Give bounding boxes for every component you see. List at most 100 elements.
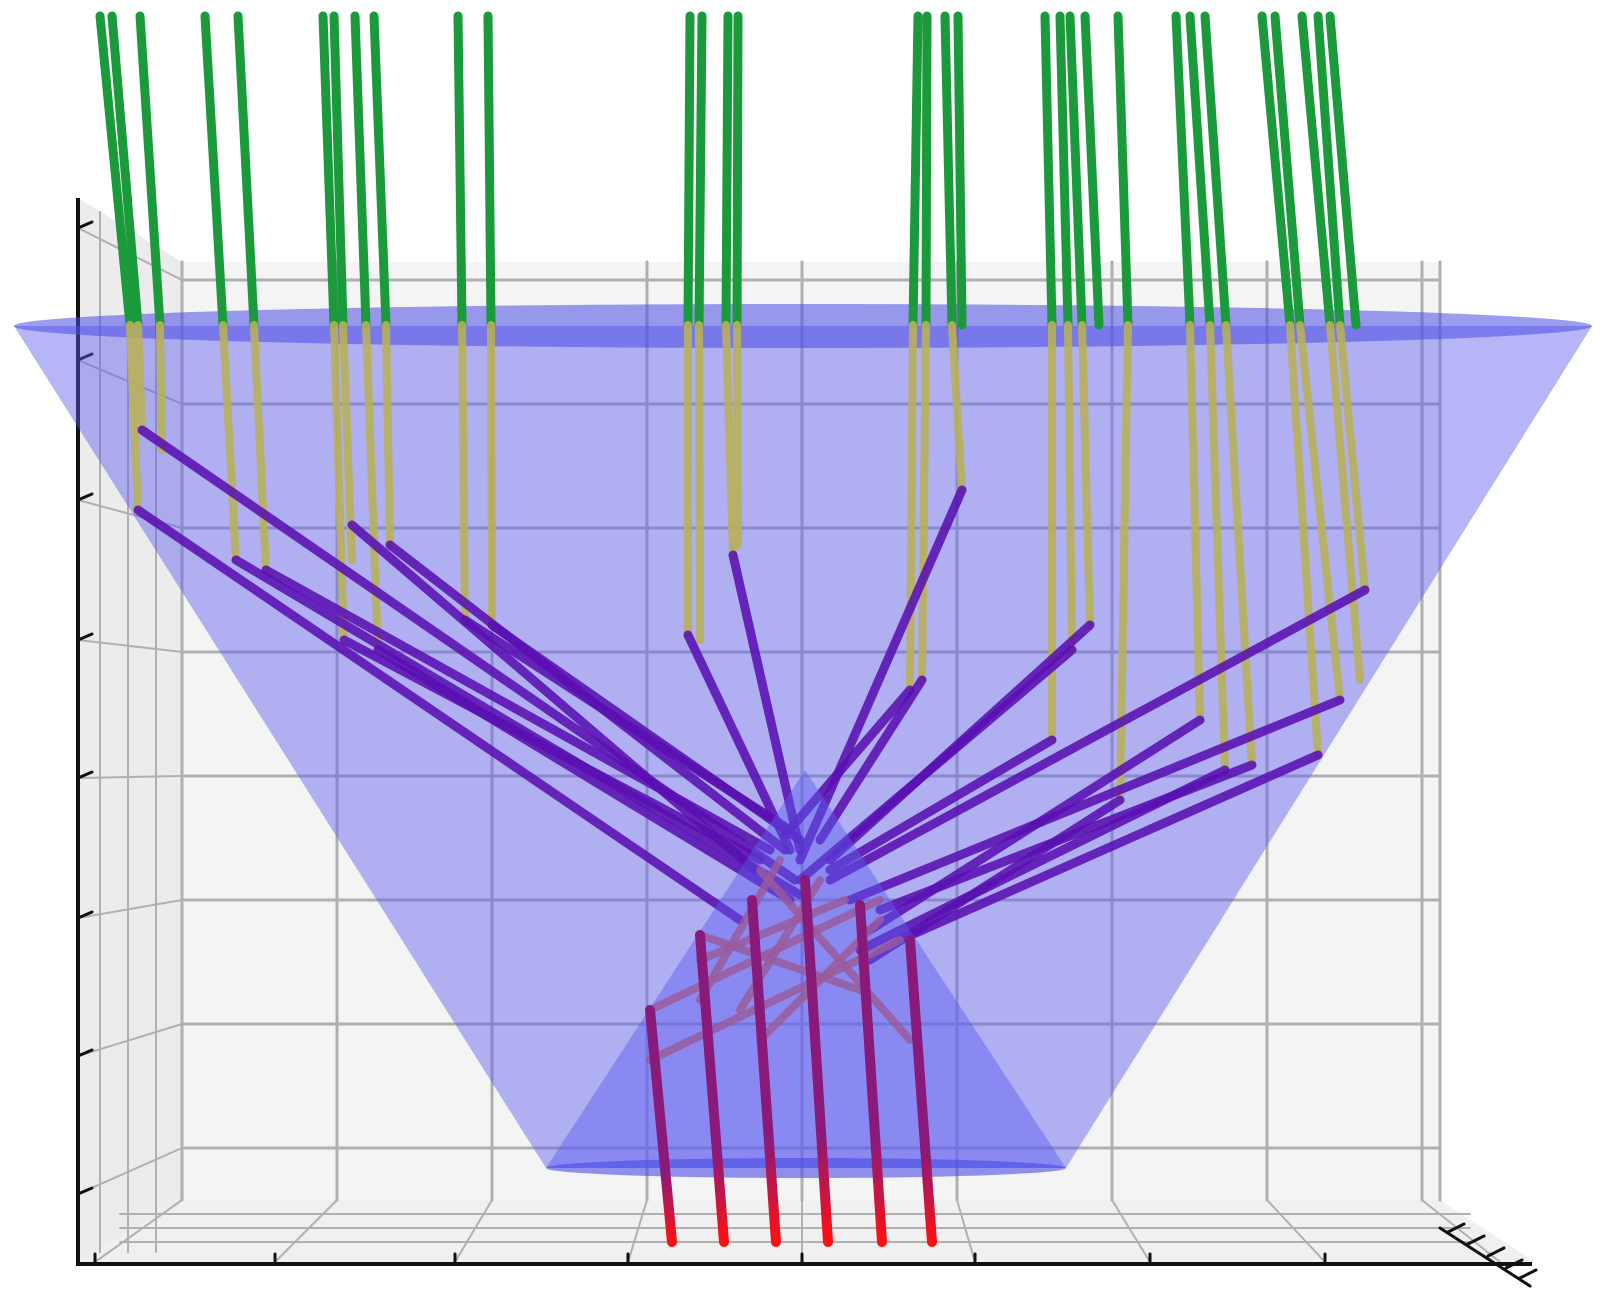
y-axis-tick <box>1466 1234 1486 1246</box>
in-lens-ray <box>126 321 142 514</box>
incident-ray <box>921 11 932 330</box>
incident-ray <box>1171 11 1195 330</box>
z-axis-tick <box>76 1048 94 1058</box>
focused-ray <box>347 520 760 875</box>
focused-ray <box>875 760 1257 915</box>
side-pane-grid-line <box>77 775 183 779</box>
incident-ray <box>200 11 228 330</box>
in-lens-ray <box>695 321 704 644</box>
in-lens-ray <box>948 321 966 494</box>
in-lens-ray <box>1186 321 1204 724</box>
incident-ray <box>908 11 923 330</box>
in-lens-ray <box>1326 321 1364 684</box>
output-ray <box>855 900 887 1247</box>
incident-ray <box>1270 11 1305 330</box>
incident-ray <box>683 11 695 330</box>
in-lens-ray <box>219 321 240 564</box>
z-axis-tick <box>76 492 94 502</box>
in-lens-ray <box>1078 321 1094 629</box>
incident-ray <box>1257 11 1295 330</box>
z-axis-tick <box>76 770 94 780</box>
incident-ray <box>1200 11 1231 330</box>
focused-ray <box>487 620 805 845</box>
focused-ray <box>261 565 775 855</box>
in-lens-ray <box>156 321 166 454</box>
in-lens-ray <box>1336 321 1369 594</box>
in-lens-ray <box>722 321 737 559</box>
incident-ray <box>233 11 259 330</box>
z-axis-tick <box>76 1186 94 1196</box>
incident-ray <box>95 11 135 330</box>
incident-ray <box>694 11 707 330</box>
incident-ray <box>369 11 391 330</box>
focused-ray <box>825 620 1095 865</box>
incident-ray <box>1040 11 1057 330</box>
floor-grid-line <box>1266 1199 1326 1263</box>
incident-ray <box>107 11 143 330</box>
incident-ray <box>953 11 967 330</box>
incident-ray <box>318 11 339 330</box>
focused-ray <box>795 485 967 865</box>
lens-top-face <box>14 304 1592 348</box>
side-pane-grid-line <box>77 899 183 919</box>
side-pane-grid-line <box>77 639 183 653</box>
in-lens-ray <box>134 321 146 434</box>
focused-ray <box>133 505 745 925</box>
output-rays <box>645 875 937 1247</box>
floor-grid-line <box>94 1199 183 1263</box>
focused-rays <box>133 425 1370 965</box>
floor-grid-line <box>1421 1199 1501 1263</box>
output-ray <box>695 930 729 1247</box>
floor-pane <box>78 1200 1535 1262</box>
focused-ray <box>728 550 805 855</box>
y-axis-tick <box>1518 1268 1538 1280</box>
floor-grid-line <box>627 1199 648 1263</box>
in-lens-ray <box>733 321 742 549</box>
focused-ray <box>825 585 1370 885</box>
output-ray <box>905 935 937 1247</box>
incident-ray <box>732 11 743 330</box>
lens-bottom-face <box>546 1158 1066 1178</box>
incident-ray <box>1080 11 1104 330</box>
incident-ray <box>1325 11 1361 330</box>
in-lens-ray <box>458 321 469 624</box>
focused-ray <box>683 630 795 855</box>
focused-ray <box>696 896 849 964</box>
focused-ray <box>756 866 914 1044</box>
output-ray <box>800 875 833 1247</box>
in-lens-ray <box>1064 321 1076 654</box>
output-ray <box>645 1005 677 1247</box>
incident-ray <box>1313 11 1345 330</box>
in-lens-ray <box>918 321 930 684</box>
incident-rays <box>95 11 1361 330</box>
incident-ray <box>483 11 496 330</box>
incident-ray <box>1065 11 1087 330</box>
floor-grid-line <box>1111 1199 1151 1263</box>
in-lens-ray <box>1286 321 1322 759</box>
focused-ray <box>845 695 1345 905</box>
incident-ray <box>721 11 733 330</box>
focused-ray <box>696 931 864 994</box>
focused-ray <box>825 735 1057 875</box>
side-pane-grid-line <box>77 1023 183 1057</box>
in-lens-rays <box>126 321 1369 804</box>
incident-ray <box>1113 11 1133 330</box>
incident-ray <box>135 11 165 330</box>
in-lens-ray <box>330 321 348 644</box>
focused-ray <box>895 750 1323 945</box>
z-axis-tick <box>76 220 94 230</box>
floor-grid-line <box>454 1199 493 1263</box>
focused-ray <box>780 685 915 840</box>
incident-ray <box>329 11 348 330</box>
incident-ray <box>350 11 371 330</box>
floor-grid-line <box>956 1199 976 1263</box>
in-lens-ray <box>250 321 270 574</box>
y-axis-line <box>1438 1226 1532 1288</box>
incident-ray <box>453 11 467 330</box>
floor-grid-line <box>274 1199 338 1263</box>
incident-ray <box>940 11 957 330</box>
z-axis-tick <box>76 632 94 642</box>
axes-lines <box>76 198 1538 1288</box>
